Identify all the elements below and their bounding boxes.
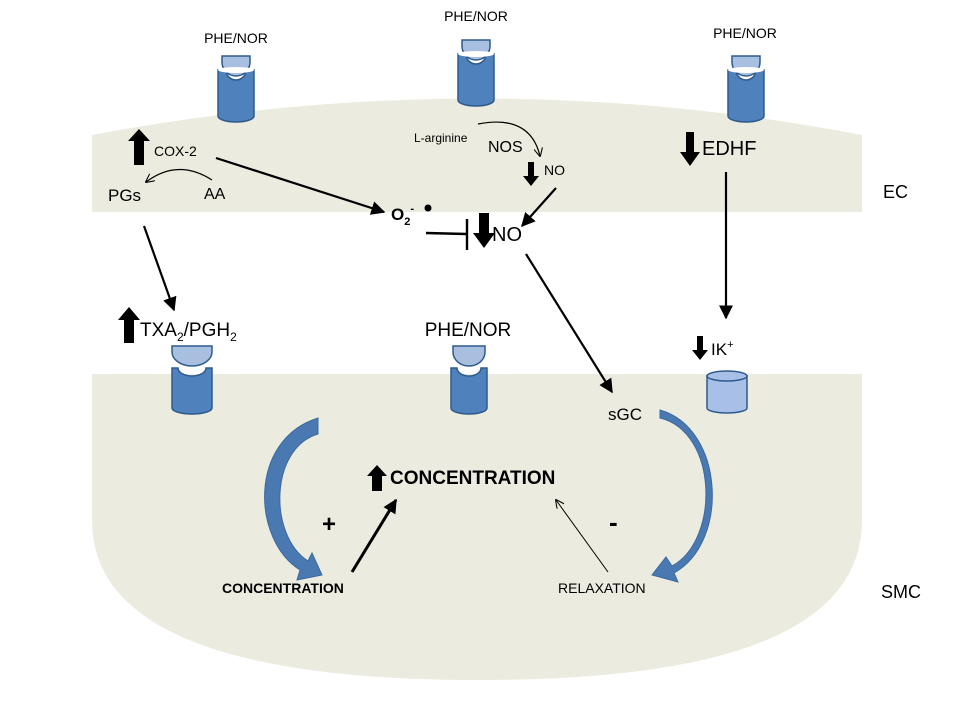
left-flow-arrow [264,417,323,581]
cox2-up-arrow [128,129,150,165]
ec-receptor-left [217,55,255,123]
ec-receptor-center [457,39,495,107]
phe-nor-right-label: PHE/NOR [713,25,777,41]
edhf-down-arrow [680,132,700,166]
ec-label: EC [883,182,908,202]
concentration-up-arrow [367,465,387,491]
edhf-label: EDHF [702,138,756,160]
ik-down-arrow [692,336,708,360]
txa2-up-arrow [118,307,140,343]
smc-receptor-phe-nor [450,345,488,415]
pgs-to-txa2-arrow [142,225,177,312]
minus-label: - [609,507,618,537]
superoxide-label: O2- [391,203,414,228]
right-flow-arrow [651,409,713,583]
radical-dot-icon [424,204,432,212]
contraction-to-concentration-arrow [350,498,398,573]
endothelial-cell [92,98,862,212]
pgs-label: PGs [108,186,141,205]
phe-nor-left-label: PHE/NOR [204,30,268,46]
superoxide-inhibits-no [425,231,467,236]
smc-receptor-txa2 [171,345,213,415]
no-large-down-arrow [473,213,495,248]
ik-label: IK+ [711,339,734,359]
relaxation-label: RELAXATION [558,580,646,596]
l-arginine-label: L-arginine [414,131,468,145]
no-to-sgc-arrow [525,253,613,394]
phe-nor-center-label: PHE/NOR [444,8,508,24]
ik-channel [706,370,748,414]
aa-label: AA [204,186,226,203]
ec-receptor-right [727,55,765,123]
no-small-to-no-large-arrow [521,187,557,228]
smooth-muscle-cell [92,374,862,680]
concentration-sub-label: CONCENTRATION [222,580,344,596]
no-large-label: NO [492,224,522,246]
cox2-label: COX-2 [154,143,197,159]
plus-label: + [322,511,336,538]
phe-nor-smc-label: PHE/NOR [425,320,512,341]
no-small-label: NO [544,162,565,178]
nos-label: NOS [488,139,523,156]
cox2-to-superoxide-arrow [215,156,386,215]
concentration-main-label: CONCENTRATION [390,468,555,489]
larginine-to-no-arrow [477,121,540,156]
sgc-label: sGC [608,405,642,424]
no-small-down-arrow [523,162,539,186]
txa2-pgh2-label: TXA2/PGH2 [140,320,237,344]
smc-label: SMC [881,582,921,602]
relaxation-to-concentration-arrow [556,500,609,573]
aa-to-pgs-arrow [146,168,213,182]
